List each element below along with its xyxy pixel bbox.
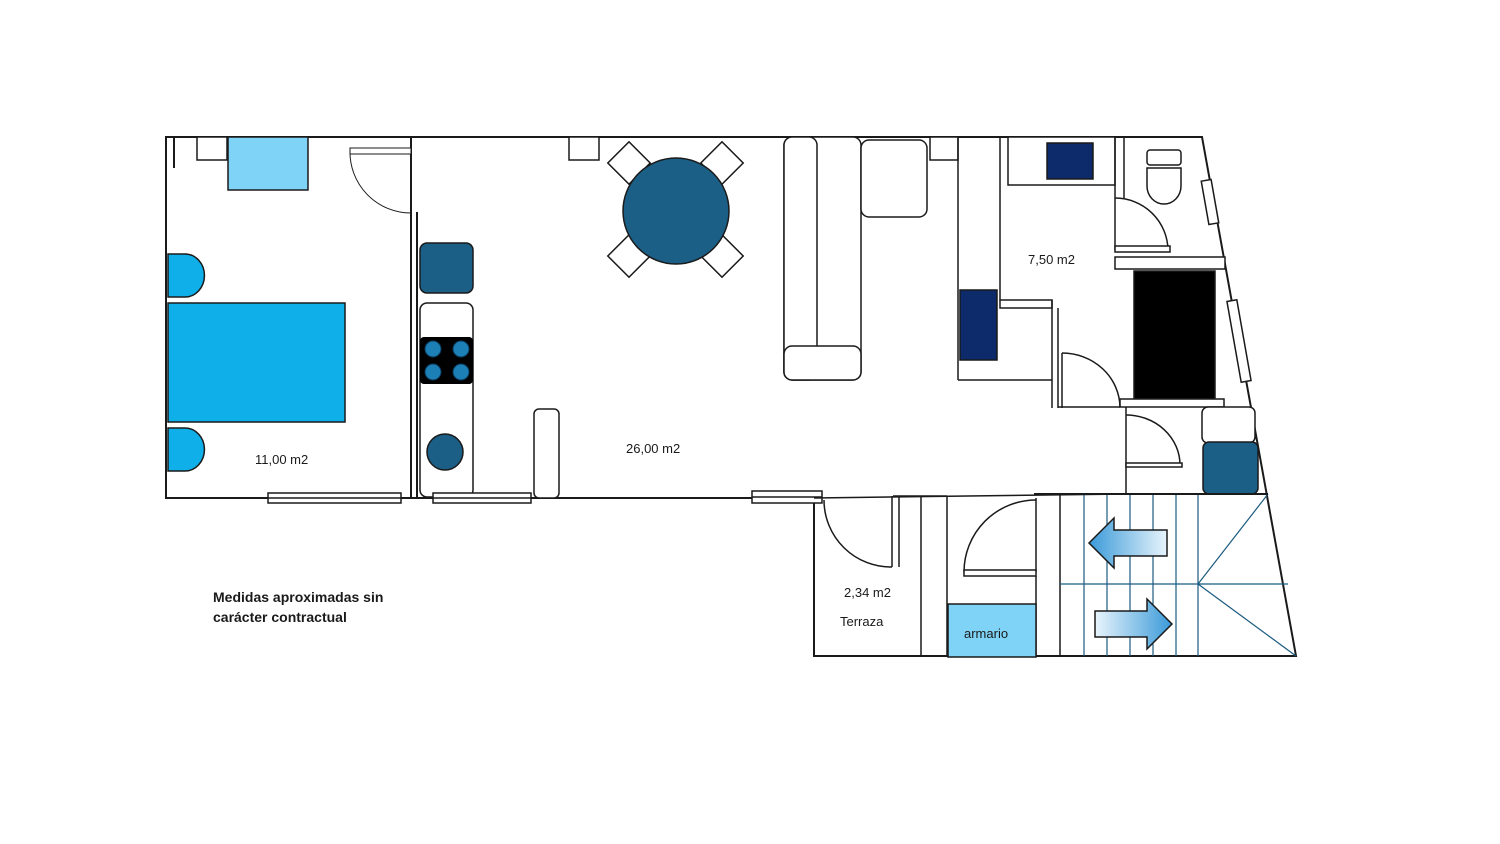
kitchen [419,242,560,504]
kitchen-cabinet [533,408,560,499]
washbasin [1046,142,1094,180]
sofa [783,136,928,381]
bed [167,302,346,423]
closet-dark [959,289,998,361]
terrace-label: Terraza [840,614,884,629]
terrace-area-label: 2,34 m2 [844,585,891,600]
hall-closet [957,137,1053,381]
wardrobe-box [227,136,309,191]
shower [1133,270,1216,400]
nightstand-bottom [167,427,206,472]
living-area-label: 26,00 m2 [626,441,680,456]
bedroom [167,136,412,504]
washer [1201,406,1256,444]
dining-table [622,157,730,265]
burners [424,340,470,381]
bathroom [1007,136,1226,408]
stair-arrows [1087,516,1174,651]
toilet [1146,149,1182,205]
nightstand-top [167,253,206,298]
arrow-left-icon [1087,516,1168,570]
arrow-right-icon [1094,597,1174,651]
living-window [751,490,823,504]
disclaimer-line-2: carácter contractual [213,609,347,625]
disclaimer-line-1: Medidas aproximadas sin [213,589,384,605]
kitchen-window [432,492,532,504]
dryer [1202,441,1259,495]
sink [426,433,464,471]
dining-set [606,140,745,279]
disclaimer-note: Medidas aproximadas sin carácter contrac… [213,587,433,627]
bedroom-window [267,492,402,504]
closet-label: armario [964,626,1008,641]
closet [947,603,1037,658]
wall-niches [196,136,959,161]
bathroom-windows [1200,178,1252,384]
bathroom-area-label: 7,50 m2 [1028,252,1075,267]
utility [1125,406,1259,495]
armchair [860,139,928,218]
fridge [419,242,474,294]
bedroom-door [349,147,412,214]
bedroom-area-label: 11,00 m2 [255,452,308,467]
